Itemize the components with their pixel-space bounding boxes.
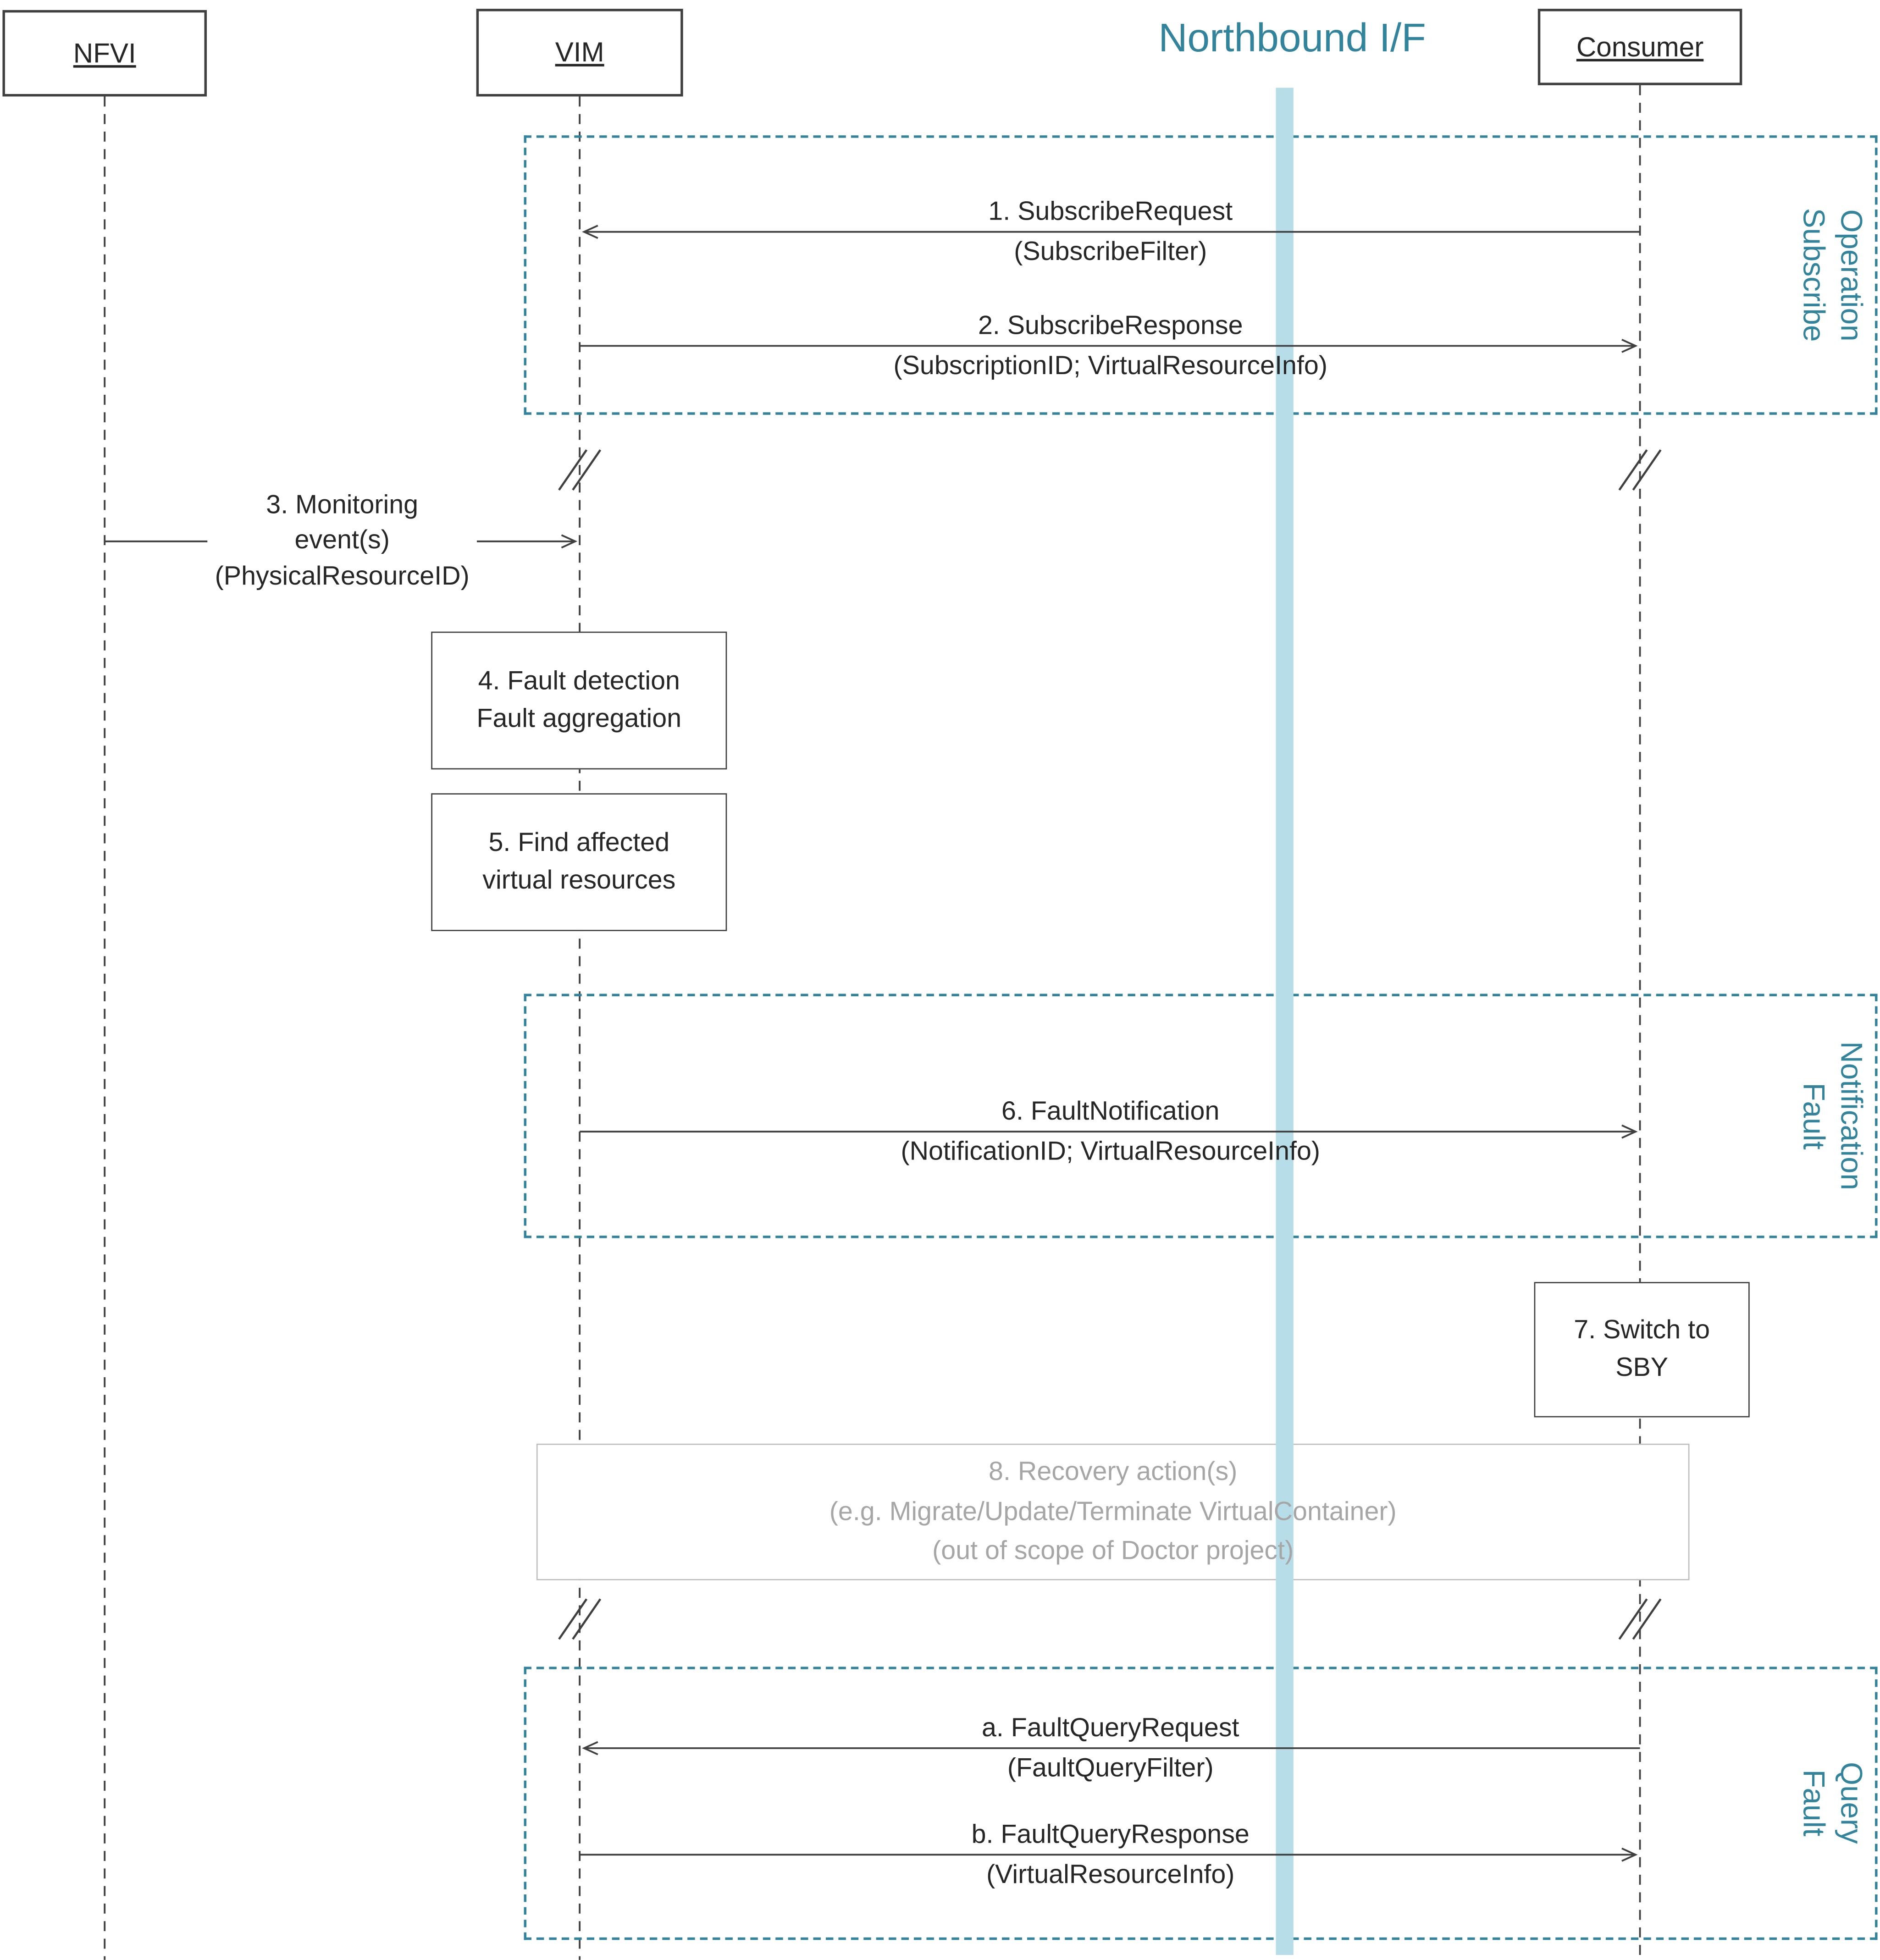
fault-detection-box: 4. Fault detection Fault aggregation (431, 631, 727, 770)
message-name: a. FaultQueryRequest (981, 1713, 1239, 1743)
message-name: 2. SubscribeResponse (978, 311, 1243, 341)
switch-to-sby-box: 7. Switch to SBY (1534, 1282, 1750, 1418)
northbound-interface-line (1276, 88, 1294, 1955)
actor-box-vim: VIM (476, 9, 683, 97)
fault-query-group-label: Fault Query (1793, 1669, 1869, 1938)
fault-notification-group-label: Fault Notification (1793, 996, 1869, 1236)
message-params: (NotificationID; VirtualResourceInfo) (901, 1137, 1321, 1165)
fault-query-group: Fault Query (524, 1667, 1878, 1940)
message-params: (SubscribeFilter) (1014, 237, 1207, 266)
find-affected-line1: 5. Find affected (488, 828, 670, 857)
message-label-fault-query-response: b. FaultQueryResponse (VirtualResourceIn… (972, 1815, 1250, 1894)
message-label-fault-notification: 6. FaultNotification (NotificationID; Vi… (901, 1092, 1320, 1171)
message-label-subscribe-request: 1. SubscribeRequest (SubscribeFilter) (988, 193, 1233, 271)
group-label-line: Notification (1833, 1041, 1868, 1191)
message-label-monitoring-events: 3. Monitoring event(s) (PhysicalResource… (207, 486, 477, 597)
actor-box-consumer: Consumer (1537, 9, 1742, 85)
message-name: b. FaultQueryResponse (971, 1820, 1250, 1850)
switch-to-sby-line1: 7. Switch to (1574, 1315, 1710, 1344)
fault-notification-group: Fault Notification (524, 994, 1878, 1238)
group-label-line: Subscribe (1796, 208, 1830, 342)
break-mark-vim-top (558, 449, 602, 491)
recovery-action-line1: 8. Recovery action(s) (989, 1458, 1238, 1487)
message-name: 3. Monitoring (266, 491, 419, 519)
fault-detection-line1: 4. Fault detection (478, 666, 680, 695)
break-mark-vim-bottom (558, 1598, 602, 1640)
actor-label-vim: VIM (555, 36, 604, 68)
message-name: 1. SubscribeRequest (988, 197, 1233, 226)
actor-label-nfvi: NFVI (73, 37, 136, 68)
message-label-subscribe-response: 2. SubscribeResponse (SubscriptionID; Vi… (894, 306, 1327, 385)
recovery-action-box (536, 1443, 1690, 1580)
actor-label-consumer: Consumer (1576, 30, 1704, 62)
message-name: event(s) (294, 526, 390, 555)
group-label-line: Query (1833, 1762, 1868, 1844)
message-name: 6. FaultNotification (1001, 1097, 1220, 1126)
recovery-action-box-text: 8. Recovery action(s) (e.g. Migrate/Upda… (536, 1444, 1690, 1580)
recovery-action-line2: (e.g. Migrate/Update/Terminate VirtualCo… (829, 1497, 1397, 1526)
fault-detection-line2: Fault aggregation (476, 704, 682, 733)
switch-to-sby-line2: SBY (1615, 1353, 1669, 1382)
recovery-action-line3: (out of scope of Doctor project) (932, 1536, 1294, 1566)
northbound-interface-title: Northbound I/F (1158, 15, 1426, 61)
subscribe-operation-group-label: Subscribe Operation (1793, 138, 1869, 413)
group-label-line: Fault (1796, 1082, 1830, 1149)
subscribe-operation-group: Subscribe Operation (524, 135, 1878, 415)
group-label-line: Operation (1833, 209, 1868, 342)
message-params: (VirtualResourceInfo) (986, 1860, 1235, 1889)
message-params: (FaultQueryFilter) (1007, 1753, 1214, 1782)
message-params: (PhysicalResourceID) (215, 562, 470, 591)
message-params: (SubscriptionID; VirtualResourceInfo) (893, 351, 1327, 380)
message-label-fault-query-request: a. FaultQueryRequest (FaultQueryFilter) (982, 1709, 1239, 1788)
group-label-line: Fault (1796, 1770, 1830, 1837)
break-mark-consumer-bottom (1618, 1598, 1662, 1640)
find-affected-resources-box: 5. Find affected virtual resources (431, 793, 727, 931)
break-mark-consumer-top (1618, 449, 1662, 491)
actor-box-nfvi: NFVI (2, 10, 207, 97)
find-affected-line2: virtual resources (482, 866, 676, 895)
